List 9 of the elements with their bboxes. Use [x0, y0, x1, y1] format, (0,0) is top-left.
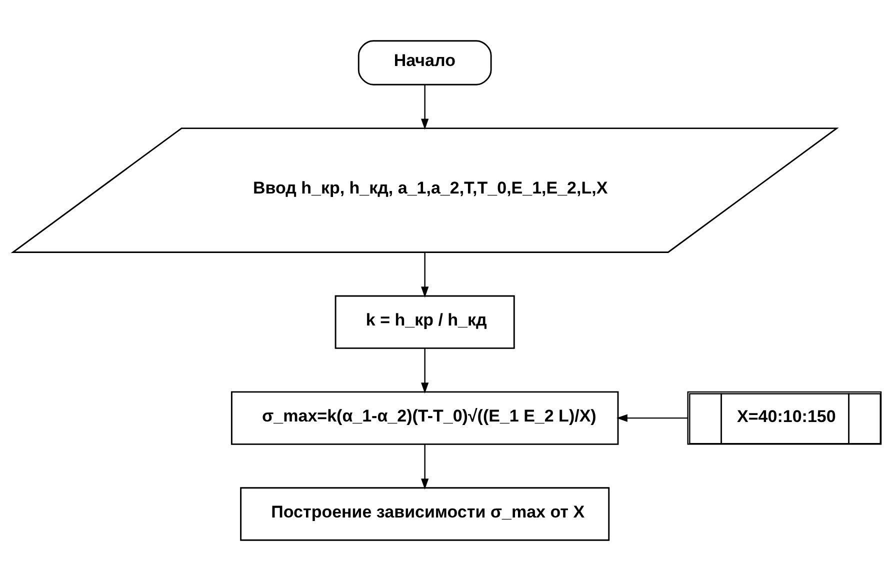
arrow [421, 444, 429, 490]
node-box: Построение зависимости σ_max от X [240, 486, 610, 540]
arrow [421, 252, 429, 298]
arrow [421, 348, 429, 394]
node-box: Начало [358, 40, 492, 85]
arrow [421, 84, 429, 130]
node-box: σ_max=k(α_1-α_2)(T-T_0)√((E_1 E_2 L)/X) [230, 390, 619, 444]
arrow [616, 414, 688, 422]
node-box: k = h_кр / h_кд [334, 294, 515, 348]
